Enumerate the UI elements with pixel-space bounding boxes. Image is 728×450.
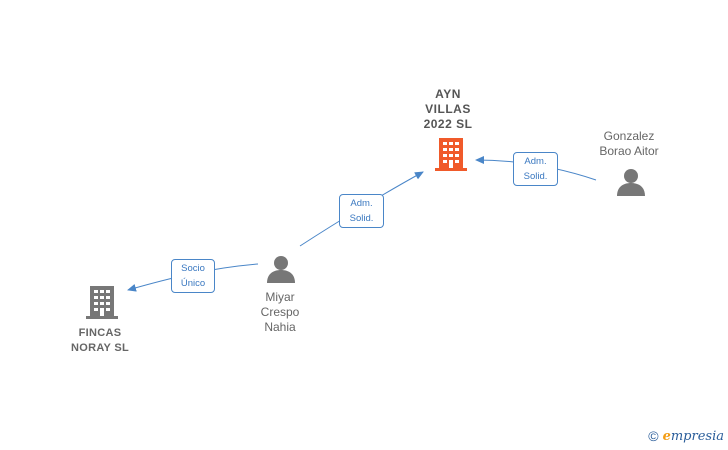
brand-initial: e bbox=[662, 428, 671, 444]
person-icon[interactable] bbox=[267, 256, 295, 283]
building-icon[interactable] bbox=[435, 138, 467, 171]
edge-label-gonzalez-ayn: Adm. Solid. bbox=[513, 152, 558, 186]
footer-branding: © empresia bbox=[648, 428, 724, 444]
copyright-symbol: © bbox=[648, 428, 659, 444]
person-name-miyar[interactable]: Miyar Crespo Nahia bbox=[260, 290, 300, 334]
brand-rest: mpresia bbox=[670, 428, 724, 444]
empresia-logo[interactable]: empresia bbox=[663, 429, 724, 444]
building-icon[interactable] bbox=[86, 286, 118, 319]
edge-label-miyar-fincas: Socio Único bbox=[171, 259, 215, 293]
person-icon[interactable] bbox=[617, 169, 645, 196]
company-name-ayn-villas[interactable]: AYN VILLAS 2022 SL bbox=[423, 87, 473, 131]
company-name-fincas-noray[interactable]: FINCAS NORAY SL bbox=[70, 327, 130, 354]
edge-label-miyar-ayn: Adm. Solid. bbox=[339, 194, 384, 228]
person-name-gonzalez[interactable]: Gonzalez Borao Aitor bbox=[599, 129, 659, 158]
